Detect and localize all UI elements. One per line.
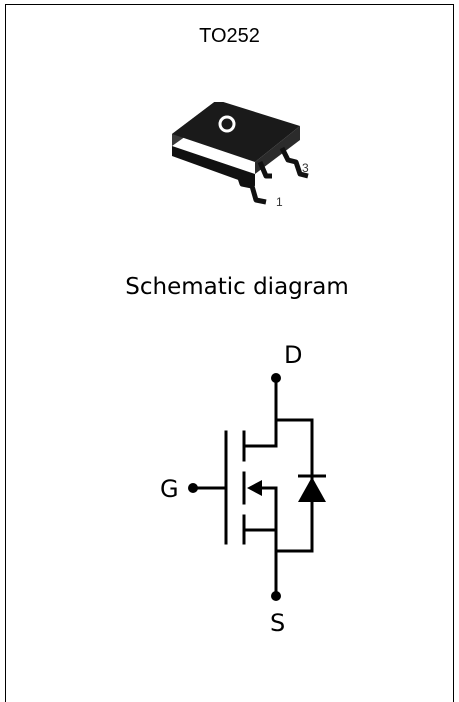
lead-3 [279,146,309,179]
drain-label: D [284,341,302,369]
figure-frame [5,4,454,702]
source-label: S [270,609,285,637]
gate-terminal [188,483,198,493]
pin-1-label: 1 [276,195,283,209]
package-title: TO252 [199,25,260,47]
body-diode-triangle [298,477,326,502]
mounting-hole [218,115,236,133]
to252-package-image: 1 3 [172,102,309,209]
lead-1 [235,171,267,205]
channel-arrow [247,480,262,496]
package-top-face [172,102,300,162]
source-terminal [271,591,281,601]
pin-3-label: 3 [302,161,309,175]
schematic-title: Schematic diagram [125,274,349,300]
gate-label: G [160,475,179,503]
lead-2 [257,161,272,179]
package-right-face [255,126,300,174]
package-front-face [172,146,255,186]
drain-terminal [271,373,281,383]
